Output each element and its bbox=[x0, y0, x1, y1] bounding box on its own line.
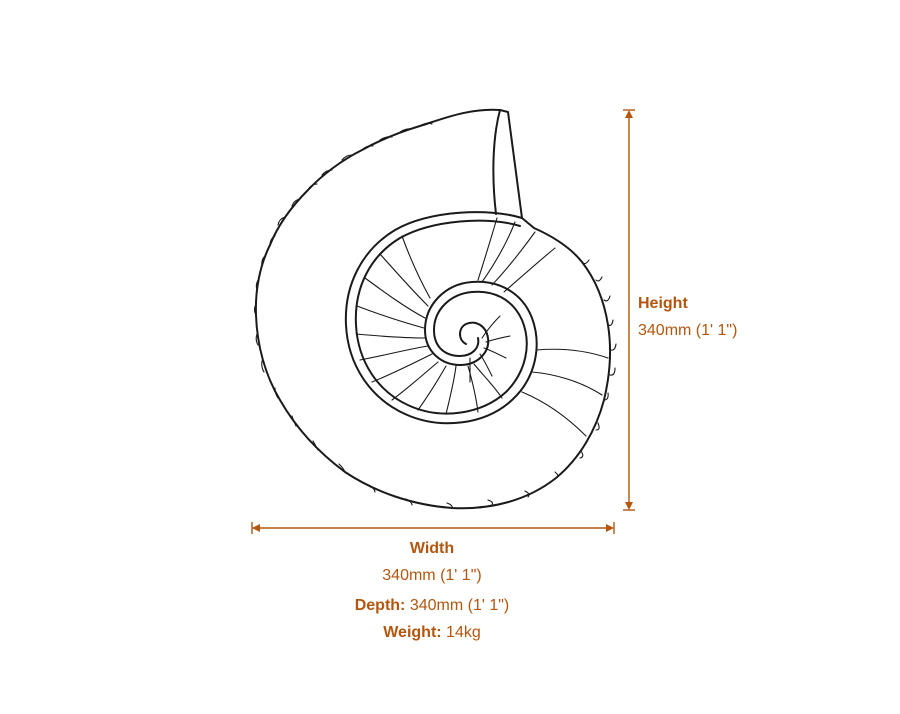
height-dimension-line bbox=[623, 109, 635, 511]
weight-label: Weight: bbox=[383, 624, 442, 641]
depth-row: Depth: 340mm (1' 1") bbox=[282, 595, 582, 617]
shell-outline bbox=[254, 108, 612, 510]
height-label-block: Height 340mm (1' 1") bbox=[638, 293, 737, 347]
shell-ribs-middle bbox=[355, 235, 503, 415]
shell-rim-texture bbox=[253, 122, 617, 509]
depth-label: Depth: bbox=[354, 597, 406, 614]
extra-specs-block: Depth: 340mm (1' 1") Weight: 14kg bbox=[282, 595, 582, 649]
ammonite-shell-icon bbox=[253, 108, 617, 510]
shell-inner-whorl-edge bbox=[354, 219, 528, 415]
height-title: Height bbox=[638, 295, 688, 312]
height-value: 340mm (1' 1") bbox=[638, 322, 738, 339]
weight-value: 14kg bbox=[446, 624, 481, 641]
height-arrow-top bbox=[625, 110, 633, 118]
shell-ribs-inner bbox=[469, 315, 511, 383]
width-arrow-left bbox=[252, 524, 260, 532]
height-arrow-bottom bbox=[625, 502, 633, 510]
width-value: 340mm (1' 1") bbox=[382, 567, 482, 584]
shell-aperture bbox=[492, 109, 501, 215]
width-label-block: Width 340mm (1' 1") bbox=[332, 538, 532, 592]
weight-row: Weight: 14kg bbox=[282, 622, 582, 644]
width-title: Width bbox=[409, 540, 455, 557]
shell-inner-whorl bbox=[344, 211, 538, 425]
width-arrow-right bbox=[606, 524, 614, 532]
shell-ribs-outer bbox=[477, 217, 609, 437]
width-dimension-line bbox=[251, 522, 615, 534]
depth-value: 340mm (1' 1") bbox=[409, 597, 510, 614]
